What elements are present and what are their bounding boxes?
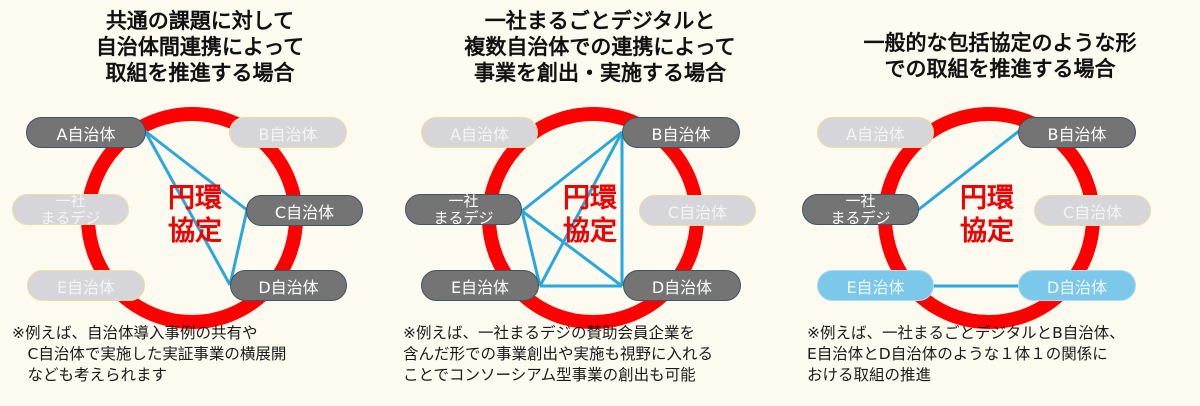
ring-agreement-label: 円環 協定: [960, 183, 1014, 247]
node-marudeji-line1: 一社: [448, 191, 479, 210]
node-e-municipality: E自治体: [817, 270, 934, 301]
link-lines: [520, 130, 624, 288]
node-marudeji: 一社 まるデジ: [12, 191, 129, 227]
panel-title: 共通の課題に対して 自治体間連携によって 取組を推進する場合: [95, 9, 305, 85]
ring-agreement-label: 円環 協定: [168, 183, 222, 247]
node-marudeji-line1: 一社: [845, 191, 876, 210]
panel-title: 一般的な包括協定のような形 での取組を推進する場合: [863, 31, 1137, 81]
node-c-municipality: C自治体: [1034, 195, 1151, 226]
node-e-municipality: E自治体: [421, 270, 539, 301]
panel-inter-municipal: 共通の課題に対して 自治体間連携によって 取組を推進する場合 円環 協定 A自治…: [0, 0, 400, 406]
node-marudeji-line2: まるデジ: [830, 208, 891, 227]
ring-agreement-label: 円環 協定: [563, 183, 617, 247]
node-b-municipality: B自治体: [1018, 117, 1136, 148]
node-marudeji-line2: まるデジ: [40, 208, 101, 227]
node-b-municipality: B自治体: [229, 117, 347, 148]
panel-title: 一社まるごとデジタルと 複数自治体での連携によって 事業を創出・実施する場合: [464, 9, 736, 85]
node-d-municipality: D自治体: [230, 270, 347, 301]
panel-note: ※例えば、一社まるごとデジタルとB自治体、 E自治体とD自治体のような１体１の関…: [807, 324, 1125, 384]
panel-comprehensive: 一般的な包括協定のような形 での取組を推進する場合 円環 協定 A自治体 B自治…: [800, 0, 1200, 406]
node-a-municipality: A自治体: [26, 117, 146, 148]
link-lines: [917, 129, 1020, 288]
panel-marudeji-multi: 一社まるごとデジタルと 複数自治体での連携によって 事業を創出・実施する場合 円…: [400, 0, 800, 406]
node-marudeji: 一社 まるデジ: [405, 191, 522, 227]
node-b-municipality: B自治体: [622, 117, 740, 148]
node-c-municipality: C自治体: [246, 195, 363, 226]
panel-note: ※例えば、一社まるデジの賛助会員企業を 含んだ形での事業創出や実施も視野に入れる…: [403, 324, 714, 384]
node-d-municipality: D自治体: [623, 270, 741, 301]
node-marudeji-line1: 一社: [55, 191, 86, 210]
node-c-municipality: C自治体: [639, 195, 756, 226]
panel-note: ※例えば、自治体導入事例の共有や C自治体で実施した実証事業の横展開 なども考え…: [12, 324, 287, 384]
node-marudeji-line2: まるデジ: [433, 208, 494, 227]
link-lines: [143, 129, 249, 286]
node-a-municipality: A自治体: [421, 117, 538, 148]
node-a-municipality: A自治体: [817, 117, 934, 148]
node-e-municipality: E自治体: [27, 270, 145, 301]
node-marudeji: 一社 まるデジ: [802, 191, 919, 227]
node-d-municipality: D自治体: [1018, 270, 1136, 301]
